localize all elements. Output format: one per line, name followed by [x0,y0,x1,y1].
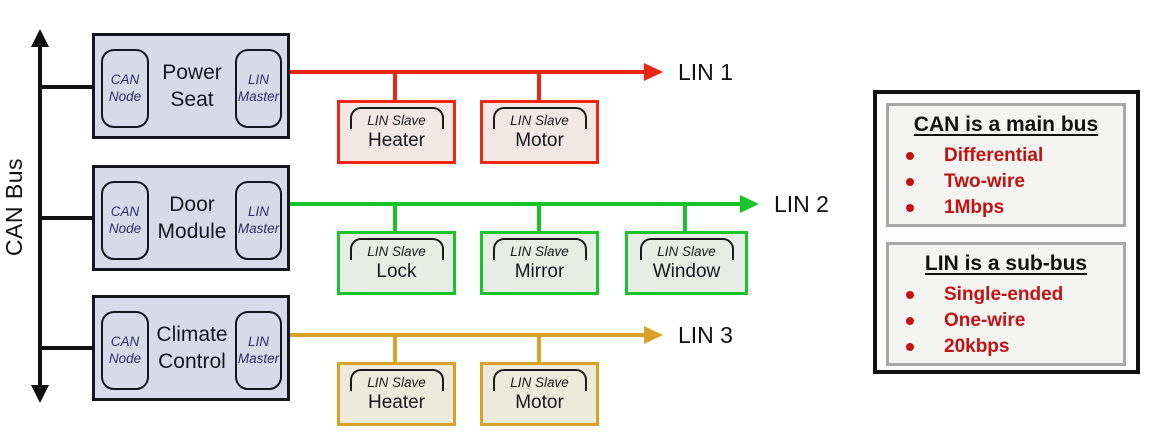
bullet-dot-icon [906,291,914,299]
bullet-text: Single-ended [944,284,1064,305]
slave-name: Motor [515,392,564,413]
lin-slave-tag: LIN Slave [492,107,587,129]
lin-slave-tag-label: LIN Slave [367,244,426,259]
arrow-right-icon [740,195,759,213]
can-branch-power-seat [40,85,93,89]
lin3-slave-motor: LIN Slave Motor [480,362,599,426]
slave-name: Lock [376,261,417,282]
lin1-slave-drop [393,72,397,101]
bullet-item: One-wire [889,308,1123,334]
can-node-label: CAN Node [108,204,142,236]
module-title: Door Module [157,192,227,243]
can-node-label: CAN Node [108,72,142,104]
lin-master-label: LIN Master [237,204,280,236]
lin-slave-tag-label: LIN Slave [510,113,569,128]
lin2-slave-lock: LIN Slave Lock [337,231,456,295]
lin-slave-tag: LIN Slave [492,369,587,391]
lin2-slave-drop [683,204,687,231]
info-section-lin: LIN is a sub-bus Single-ended One-wire 2… [886,242,1126,366]
can-node-label: CAN Node [108,334,142,366]
arrow-up-icon [31,29,49,47]
lin1-slave-drop [537,72,541,101]
can-node-box: CAN Node [101,49,149,128]
bullet-text: 20kbps [944,336,1010,357]
can-branch-door-module [40,216,93,220]
lin-slave-tag: LIN Slave [349,107,444,129]
lin-master-label: LIN Master [237,334,280,366]
slave-name: Window [652,261,721,282]
slave-name: Heater [367,130,426,151]
module-title: Climate Control [156,322,228,373]
slave-name: Heater [367,392,426,413]
lin2-slave-drop [537,204,541,231]
arrow-right-icon [644,326,663,344]
lin3-label: LIN 3 [678,322,733,348]
lin3-slave-heater: LIN Slave Heater [337,362,456,426]
lin-slave-tag-label: LIN Slave [367,375,426,390]
module-power-seat: CAN Node Power Seat LIN Master [92,33,290,139]
can-bullet-list: Differential Two-wire 1Mbps [889,143,1123,221]
lin3-slave-drop [537,335,541,362]
lin-slave-tag-label: LIN Slave [510,375,569,390]
lin3-bus-line [290,333,646,337]
can-node-box: CAN Node [101,181,149,260]
lin2-slave-drop [393,204,397,231]
lin1-slave-motor: LIN Slave Motor [480,100,599,164]
module-title: Power Seat [162,60,222,111]
module-climate-control: CAN Node Climate Control LIN Master [92,295,290,401]
lin3-slave-drop [393,335,397,362]
can-bus-label: CAN Bus [1,158,27,257]
lin1-label: LIN 1 [678,59,733,85]
bullet-item: Differential [889,143,1123,169]
slave-name: Motor [515,130,564,151]
bullet-dot-icon [906,343,914,351]
info-section-can: CAN is a main bus Differential Two-wire … [886,103,1126,227]
lin1-bus-line [290,70,646,74]
arrow-down-icon [31,385,49,403]
lin-master-label: LIN Master [237,72,280,104]
lin-slave-tag: LIN Slave [349,369,444,391]
info-title-lin: LIN is a sub-bus [924,252,1088,275]
lin2-slave-mirror: LIN Slave Mirror [480,231,599,295]
lin2-bus-line [290,202,742,206]
bullet-dot-icon [906,178,914,186]
bullet-text: Two-wire [944,171,1025,192]
bullet-item: Two-wire [889,169,1123,195]
lin-slave-tag: LIN Slave [492,238,587,260]
lin-slave-tag-label: LIN Slave [367,113,426,128]
lin-slave-tag: LIN Slave [639,238,734,260]
can-branch-climate-control [40,346,93,350]
lin-slave-tag-label: LIN Slave [657,244,716,259]
info-title-can: CAN is a main bus [913,113,1099,136]
info-panel: CAN is a main bus Differential Two-wire … [873,90,1140,374]
bullet-dot-icon [906,152,914,160]
lin1-slave-heater: LIN Slave Heater [337,100,456,164]
lin-slave-tag: LIN Slave [349,238,444,260]
lin-master-box: LIN Master [235,311,282,390]
bullet-text: One-wire [944,310,1026,331]
bullet-item: 20kbps [889,334,1123,360]
bullet-dot-icon [906,204,914,212]
lin-master-box: LIN Master [235,49,282,128]
bullet-dot-icon [906,317,914,325]
can-node-box: CAN Node [101,311,149,390]
bullet-item: 1Mbps [889,195,1123,221]
bullet-text: 1Mbps [944,197,1005,218]
lin-master-box: LIN Master [235,181,282,260]
module-door-module: CAN Node Door Module LIN Master [92,165,290,271]
arrow-right-icon [644,63,663,81]
lin2-slave-window: LIN Slave Window [625,231,748,295]
lin-slave-tag-label: LIN Slave [510,244,569,259]
slave-name: Mirror [514,261,565,282]
bullet-item: Single-ended [889,282,1123,308]
lin-bullet-list: Single-ended One-wire 20kbps [889,282,1123,360]
bullet-text: Differential [944,145,1044,166]
lin2-label: LIN 2 [774,191,829,217]
